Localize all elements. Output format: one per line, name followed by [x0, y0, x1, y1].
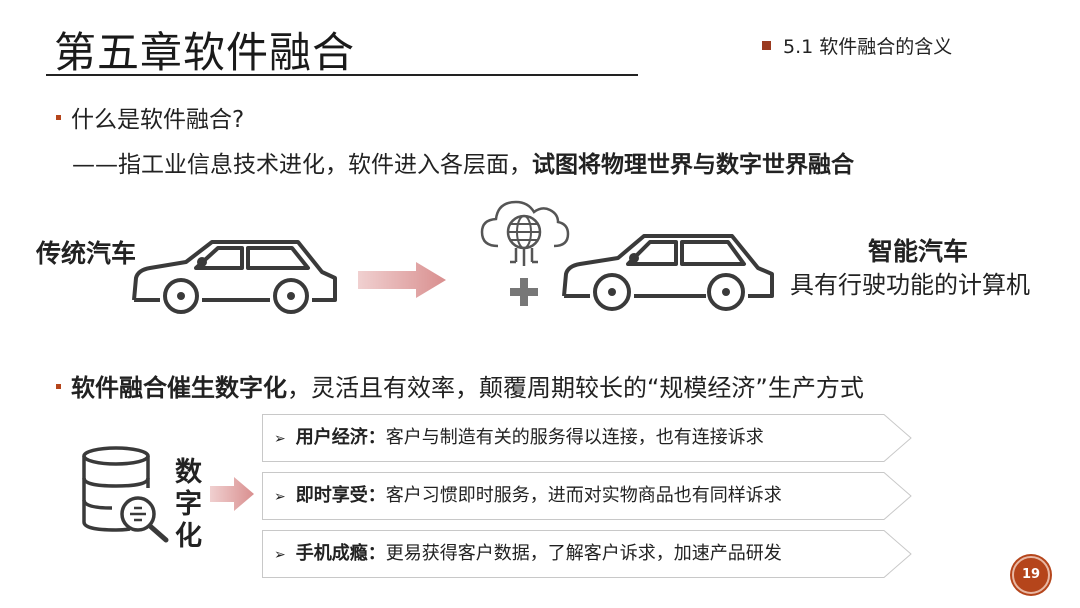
definition-bold: 试图将物理世界与数字世界融合	[532, 152, 854, 178]
digitalization-bold: 软件融合催生数字化	[71, 374, 287, 402]
section-tag: 5.1 软件融合的含义	[762, 32, 952, 59]
list-item-user-economy: ➢ 用户经济：客户与制造有关的服务得以连接，也有连接诉求	[262, 414, 912, 462]
digitalization-statement: 软件融合催生数字化，灵活且有效率，颠覆周期较长的“规模经济”生产方式	[56, 368, 864, 403]
transform-arrow-icon	[358, 262, 446, 298]
row-label: 即时享受：	[295, 485, 386, 506]
traditional-car-label: 传统汽车	[36, 239, 137, 268]
row-content: ➢ 即时享受：客户习惯即时服务，进而对实物商品也有同样诉求	[274, 472, 782, 520]
arrowhead-icon: ➢	[274, 489, 286, 505]
bullet-icon	[56, 115, 61, 120]
row-text: 更易获得客户数据，了解客户诉求，加速产品研发	[385, 543, 782, 564]
row-frame	[262, 472, 912, 520]
smart-car-icon	[562, 234, 774, 311]
digitalization-rest: ，灵活且有效率，颠覆周期较长的“规模经济”生产方式	[287, 374, 864, 402]
section-label: 5.1 软件融合的含义	[783, 36, 953, 58]
row-content: ➢ 手机成瘾：更易获得客户数据，了解客户诉求，加速产品研发	[274, 530, 782, 578]
vertical-char-2: 字	[175, 489, 202, 520]
row-text: 客户习惯即时服务，进而对实物商品也有同样诉求	[385, 485, 782, 506]
row-label: 用户经济：	[295, 427, 386, 448]
arrowhead-icon: ➢	[274, 547, 286, 563]
small-arrow-icon	[210, 477, 254, 511]
row-label: 手机成瘾：	[295, 543, 386, 564]
row-text: 客户与制造有关的服务得以连接，也有连接诉求	[385, 427, 764, 448]
bullet-icon	[56, 383, 61, 389]
row-frame	[262, 530, 912, 578]
vertical-char-1: 数	[175, 457, 202, 488]
page-number: 19	[1021, 567, 1041, 582]
list-item-instant-gratification: ➢ 即时享受：客户习惯即时服务，进而对实物商品也有同样诉求	[262, 472, 912, 520]
smart-car-description: 具有行驶功能的计算机	[790, 271, 1030, 299]
vertical-char-3: 化	[175, 521, 202, 552]
definition-line: ——指工业信息技术进化，软件进入各层面，试图将物理世界与数字世界融合	[72, 145, 854, 179]
title-underline	[46, 74, 638, 76]
arrowhead-icon: ➢	[274, 431, 286, 447]
page-title: 第五章软件融合	[54, 28, 356, 77]
definition-plain: ——指工业信息技术进化，软件进入各层面，	[72, 152, 532, 178]
page-number-badge: 19	[1012, 556, 1050, 594]
cloud-globe-icon	[480, 200, 570, 266]
question-text: 什么是软件融合?	[71, 107, 245, 133]
traditional-car-icon	[132, 240, 337, 314]
row-frame	[262, 414, 912, 462]
smart-car-label: 智能汽车	[868, 237, 969, 266]
row-content: ➢ 用户经济：客户与制造有关的服务得以连接，也有连接诉求	[274, 414, 764, 462]
list-item-phone-addiction: ➢ 手机成瘾：更易获得客户数据，了解客户诉求，加速产品研发	[262, 530, 912, 578]
plus-icon	[510, 278, 538, 306]
database-search-icon	[82, 446, 169, 543]
square-bullet-icon	[762, 41, 771, 50]
question-software-fusion: 什么是软件融合?	[56, 100, 244, 134]
